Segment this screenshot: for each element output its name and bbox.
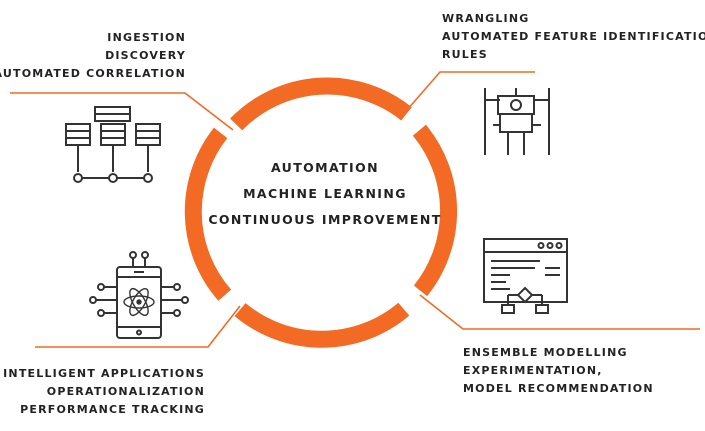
orange-ring [184, 77, 458, 348]
connector-bottom-left [35, 305, 241, 348]
connector-bottom-right [419, 294, 700, 330]
top-left-label: INGESTION DISCOVERY AUTOMATED CORRELATIO… [0, 29, 186, 83]
browser-flowchart-icon [483, 238, 568, 314]
atom-icon [123, 287, 155, 317]
bottom-left-line-1: INTELLIGENT APPLICATIONS [3, 367, 205, 380]
top-right-line-2: AUTOMATED FEATURE IDENTIFICATION [442, 30, 705, 43]
center-line-continuous-improvement: CONTINUOUS IMPROVEMENT [208, 212, 442, 227]
ring-arc-left [184, 127, 232, 301]
server-network-icon [65, 106, 161, 183]
top-left-line-1: INGESTION [107, 31, 186, 44]
ring-arc-top [230, 77, 412, 131]
top-right-line-1: WRANGLING [442, 12, 530, 25]
center-line-automation: AUTOMATION [270, 160, 379, 175]
robot-icon [484, 88, 550, 155]
ring-arc-bottom [234, 302, 410, 348]
mobile-atom-circuit-icon [89, 251, 189, 339]
top-right-line-3: RULES [442, 48, 488, 61]
bottom-left-label: INTELLIGENT APPLICATIONS OPERATIONALIZAT… [3, 365, 205, 419]
center-line-machine-learning: MACHINE LEARNING [243, 186, 407, 201]
center-label: AUTOMATION MACHINE LEARNING CONTINUOUS I… [205, 155, 445, 233]
ring-arc-right [412, 124, 458, 297]
bottom-right-line-1: ENSEMBLE MODELLING [463, 346, 628, 359]
bottom-left-line-3: PERFORMANCE TRACKING [20, 403, 205, 416]
connector-top-right [399, 71, 535, 119]
bottom-right-line-2: EXPERIMENTATION, [463, 364, 603, 377]
bottom-right-line-3: MODEL RECOMMENDATION [463, 382, 654, 395]
top-left-line-3: AUTOMATED CORRELATION [0, 67, 186, 80]
top-left-line-2: DISCOVERY [105, 49, 186, 62]
top-right-label: WRANGLING AUTOMATED FEATURE IDENTIFICATI… [442, 10, 705, 64]
connector-top-left [10, 92, 234, 131]
bottom-right-label: ENSEMBLE MODELLING EXPERIMENTATION, MODE… [463, 344, 654, 398]
connector-lines [10, 71, 700, 348]
bottom-left-line-2: OPERATIONALIZATION [46, 385, 205, 398]
